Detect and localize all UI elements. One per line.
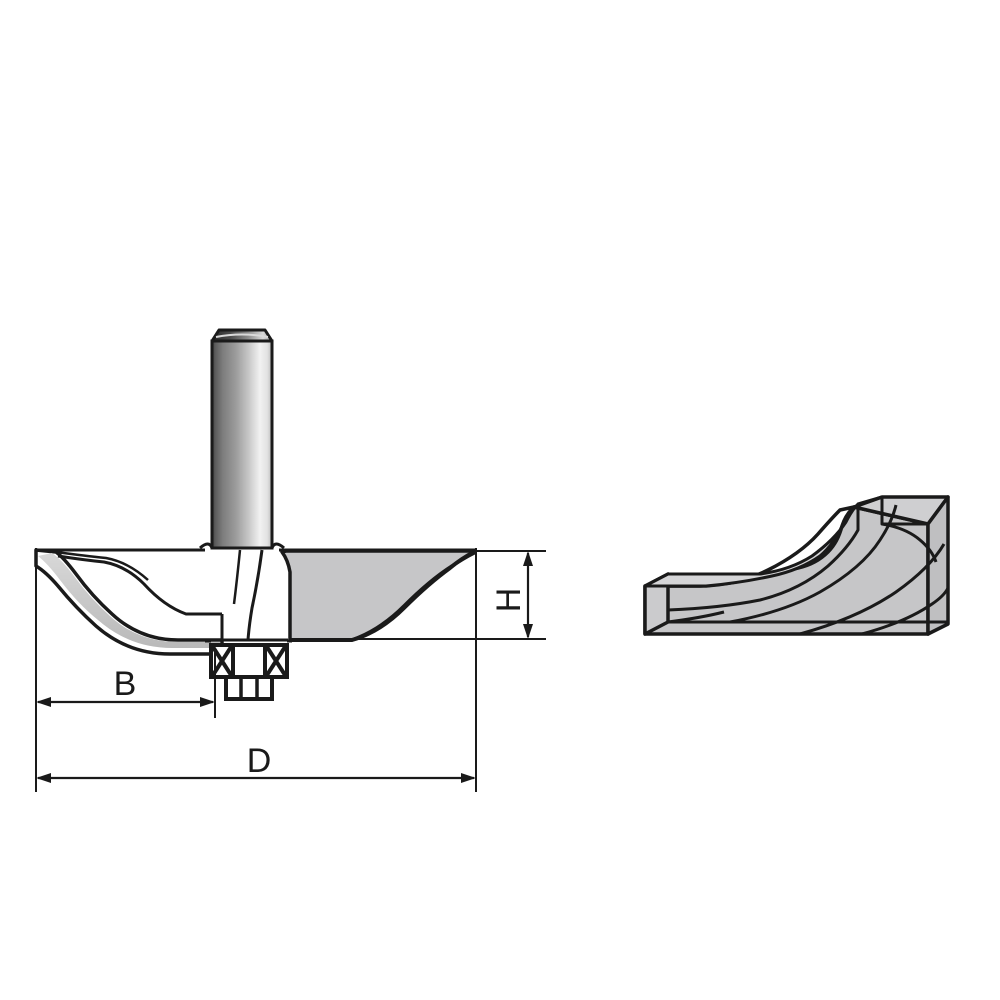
- cutter-center-parting-line: [246, 549, 264, 641]
- profile-contour-line-4: [861, 587, 950, 636]
- profile-contour-line-3: [799, 543, 946, 636]
- bearing-screw-slots: [239, 677, 259, 699]
- shank-body: [210, 339, 274, 550]
- arrowhead-b-left: [36, 697, 51, 707]
- dimension-label-b: B: [114, 665, 137, 703]
- dimension-label-h: H: [490, 588, 528, 613]
- cutter-body: [34, 548, 476, 656]
- cutter-left-relief-curve-2: [55, 550, 149, 581]
- bearing-ball-right-hatch: [265, 645, 287, 677]
- shank-fillet-left: [199, 542, 214, 550]
- shank: [199, 328, 285, 550]
- shank-top-highlight: [215, 333, 269, 338]
- arrowhead-h-bottom: [523, 624, 533, 639]
- cutter-left-wing-gray-band: [38, 553, 220, 648]
- profile-slab-fillet: [881, 522, 938, 563]
- cutting-edge-contour: [290, 550, 475, 642]
- profile-top-receding-surface: [643, 495, 884, 588]
- profile-board-lower-detail: [667, 610, 725, 624]
- arrowhead-h-top: [523, 551, 533, 566]
- cutter-boss-line: [232, 549, 242, 605]
- ball-bearing: [205, 639, 292, 701]
- bearing-inner-race: [231, 643, 267, 679]
- bearing-screw-head: [224, 675, 274, 701]
- profile-right-end-face: [926, 495, 950, 636]
- profile-contour-line-1: [667, 504, 860, 612]
- section-view: H B D: [34, 328, 546, 792]
- arrowhead-b-right: [200, 697, 215, 707]
- profile-view: [643, 495, 950, 636]
- dimension-label-d: D: [247, 742, 272, 780]
- dimension-annotations: H B D: [35, 548, 546, 792]
- cutter-left-relief-curve: [57, 554, 222, 616]
- arrowhead-d-right: [461, 773, 476, 783]
- arrowhead-d-left: [36, 773, 51, 783]
- shank-fillet-right: [270, 542, 285, 550]
